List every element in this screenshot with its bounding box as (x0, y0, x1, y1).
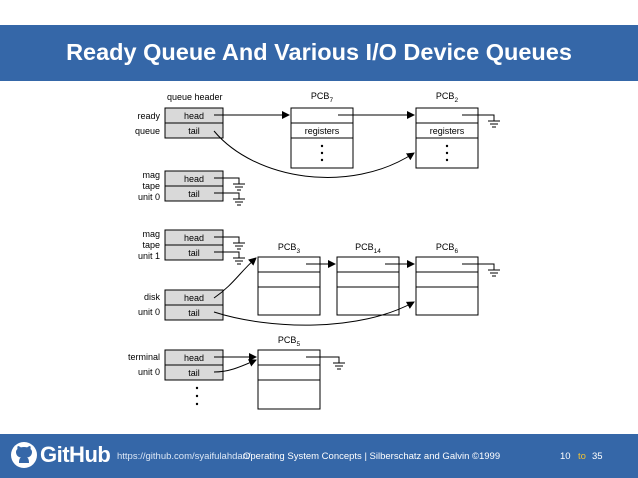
pcb6-null (462, 263, 500, 277)
pcb6-label: PCB6 (436, 242, 459, 255)
footer-to-text: to (578, 451, 586, 462)
mag0-head-text: head (184, 174, 204, 184)
disk-head-text: head (184, 293, 204, 303)
mag1-label-line3: unit 1 (138, 251, 160, 261)
pcb3-label: PCB3 (278, 242, 301, 255)
disk-label-line2: unit 0 (138, 307, 160, 317)
terminal-tail-arrow (213, 359, 257, 373)
mag1-label-line2: tape (142, 240, 160, 250)
footer-page-number: 10 (560, 451, 571, 462)
terminal-label-line1: terminal (128, 352, 160, 362)
pcb2-null (462, 114, 500, 128)
footer-page-total: 35 (592, 451, 603, 462)
pcb14-box (336, 256, 400, 316)
pcb2-registers: registers (430, 126, 465, 136)
mag0-tail-text: tail (188, 189, 200, 199)
terminal-tail-text: tail (188, 368, 200, 378)
mag1-tail-null (214, 251, 245, 265)
mag1-head-text: head (184, 233, 204, 243)
queue-diagram: queue header ready queue head tail PCB7 … (128, 91, 500, 410)
mag1-tail-text: tail (188, 248, 200, 258)
disk-tail-text: tail (188, 308, 200, 318)
pcb14-label: PCB14 (355, 242, 381, 255)
mag0-label-line2: tape (142, 181, 160, 191)
mag1-label-line1: mag (142, 229, 160, 239)
disk-tail-cell (164, 304, 224, 321)
ready-tail-arrow (213, 130, 415, 178)
more-queues-dots (195, 386, 199, 390)
slide-title: Ready Queue And Various I/O Device Queue… (66, 39, 572, 65)
ready-head-text: head (184, 111, 204, 121)
mag0-label-line1: mag (142, 170, 160, 180)
pcb7-label: PCB7 (311, 91, 334, 104)
footer-course-text: Operating System Concepts | Silberschatz… (243, 451, 501, 462)
pcb7-registers: registers (305, 126, 340, 136)
disk-head-arrow (213, 257, 257, 299)
terminal-tail-cell (164, 364, 224, 381)
github-brand-text: GitHub (40, 442, 111, 467)
ready-label-line2: queue (135, 126, 160, 136)
mag0-tail-null (214, 192, 245, 206)
queue-header-label: queue header (167, 92, 223, 102)
terminal-head-text: head (184, 353, 204, 363)
footer-url-link[interactable]: https://github.com/syaifulahdan/ (117, 451, 251, 462)
ready-tail-text: tail (188, 126, 200, 136)
mag0-head-null (214, 177, 245, 191)
pcb2-label: PCB2 (436, 91, 459, 104)
mag1-head-null (214, 236, 245, 250)
terminal-label-line2: unit 0 (138, 367, 160, 377)
pcb6-box (415, 256, 479, 316)
pcb5-null (306, 356, 345, 370)
footer-bar: GitHub https://github.com/syaifulahdan/ … (0, 434, 638, 478)
pcb5-label: PCB5 (278, 335, 301, 348)
ready-label-line1: ready (137, 111, 160, 121)
mag0-label-line3: unit 0 (138, 192, 160, 202)
ready-tail-cell (164, 122, 224, 139)
disk-tail-arrow (213, 301, 415, 326)
pcb3-box (257, 256, 321, 316)
title-bar: Ready Queue And Various I/O Device Queue… (0, 25, 638, 81)
disk-label-line1: disk (144, 292, 161, 302)
github-octocat-icon (11, 442, 37, 468)
